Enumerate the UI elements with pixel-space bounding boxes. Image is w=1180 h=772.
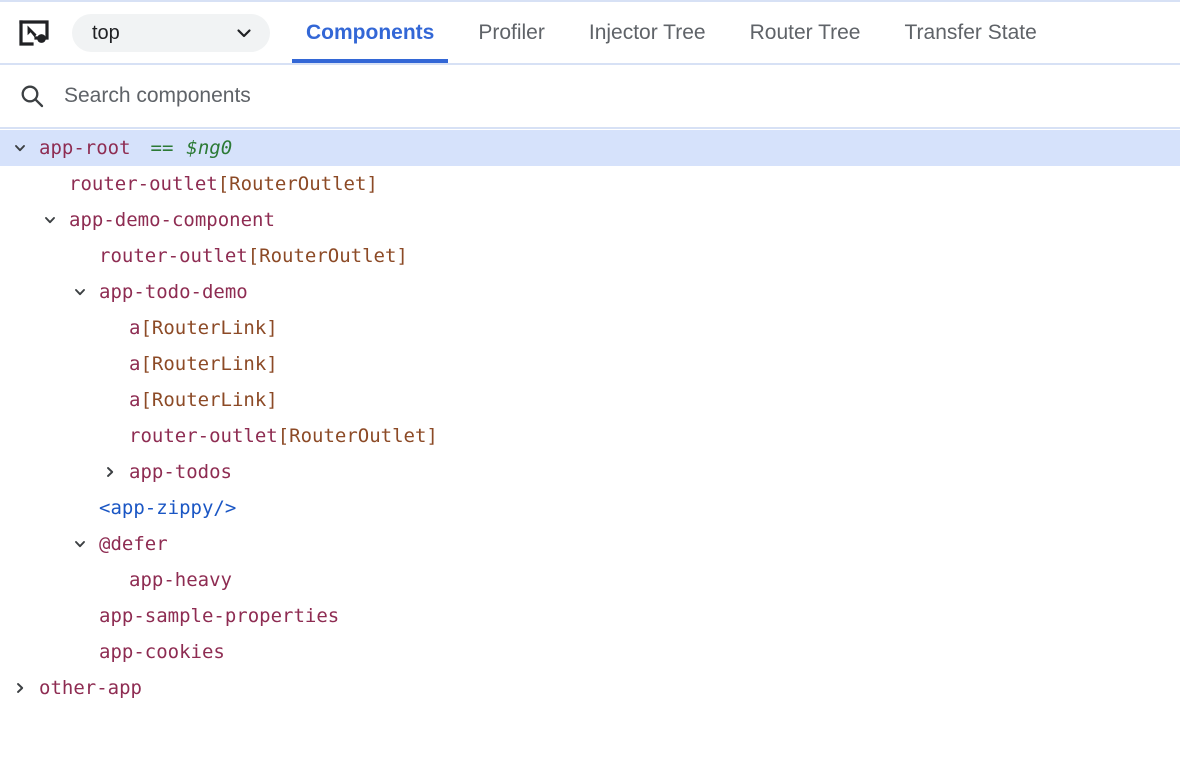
chevron-right-icon[interactable] [11, 670, 29, 706]
tab-profiler[interactable]: Profiler [456, 2, 567, 63]
chevron-right-icon[interactable] [101, 454, 119, 490]
chevron-down-icon[interactable] [71, 526, 89, 562]
tree-node-label: @defer [99, 533, 168, 555]
frame-select-value: top [92, 21, 120, 44]
tab-components[interactable]: Components [284, 2, 456, 63]
tree-row[interactable]: a[RouterLink] [0, 310, 1180, 346]
tree-row[interactable]: other-app [0, 670, 1180, 706]
tree-node-label: router-outlet [99, 245, 248, 267]
tab-injector-tree[interactable]: Injector Tree [567, 2, 728, 63]
tree-node-label: app-todos [129, 461, 232, 483]
toolbar: top Components Profiler Injector Tree Ro… [0, 2, 1180, 65]
tree-row[interactable]: app-heavy [0, 562, 1180, 598]
tree-row[interactable]: router-outlet[RouterOutlet] [0, 238, 1180, 274]
chevron-down-icon[interactable] [11, 130, 29, 166]
tree-node-directive: [RouterLink] [140, 317, 278, 339]
tree-node-label: app-heavy [129, 569, 232, 591]
tree-row[interactable]: app-demo-component [0, 202, 1180, 238]
search-bar [0, 65, 1180, 129]
tree-row[interactable]: <app-zippy/> [0, 490, 1180, 526]
chevron-down-icon[interactable] [71, 274, 89, 310]
tree-row[interactable]: app-todo-demo [0, 274, 1180, 310]
tree-row[interactable]: @defer [0, 526, 1180, 562]
tree-node-label: router-outlet [129, 425, 278, 447]
tree-node-label: app-demo-component [69, 209, 275, 231]
tree-row[interactable]: a[RouterLink] [0, 382, 1180, 418]
tab-transfer-state[interactable]: Transfer State [882, 2, 1058, 63]
tree-node-directive: [RouterOutlet] [277, 425, 438, 447]
tab-label: Injector Tree [588, 20, 706, 44]
tree-row[interactable]: app-sample-properties [0, 598, 1180, 634]
tree-node-ref-name: $ng0 [186, 137, 233, 159]
tree-node-directive: [RouterOutlet] [217, 173, 378, 195]
search-input[interactable] [64, 76, 1180, 116]
tab-label: Router Tree [749, 20, 861, 44]
tree-node-label: app-cookies [99, 641, 225, 663]
frame-select[interactable]: top [72, 13, 270, 52]
tree-node-directive: [RouterLink] [140, 389, 278, 411]
tree-node-directive: [RouterLink] [140, 353, 278, 375]
tree-node-label: <app-zippy/> [99, 497, 237, 519]
search-icon [0, 83, 64, 109]
chevron-down-icon [234, 23, 254, 43]
tree-node-label: app-root [39, 137, 131, 159]
tree-node-label: app-todo-demo [99, 281, 248, 303]
tree-node-label: a [129, 389, 141, 411]
tree-node-label: a [129, 353, 141, 375]
tree-row[interactable]: app-root == $ng0 [0, 130, 1180, 166]
inspect-element-icon[interactable] [10, 2, 58, 63]
tree-node-directive: [RouterOutlet] [247, 245, 408, 267]
tree-row[interactable]: a[RouterLink] [0, 346, 1180, 382]
tab-label: Transfer State [904, 20, 1037, 44]
tab-router-tree[interactable]: Router Tree [728, 2, 883, 63]
tab-label: Profiler [478, 20, 545, 44]
tree-node-ref-operator: == [150, 137, 174, 159]
tab-label: Components [306, 20, 435, 44]
tree-node-label: app-sample-properties [99, 605, 340, 627]
tree-row[interactable]: router-outlet[RouterOutlet] [0, 418, 1180, 454]
tree-row[interactable]: app-cookies [0, 634, 1180, 670]
tree-row[interactable]: router-outlet[RouterOutlet] [0, 166, 1180, 202]
tree-row[interactable]: app-todos [0, 454, 1180, 490]
tab-bar: Components Profiler Injector Tree Router… [284, 2, 1059, 63]
tree-node-label: other-app [39, 677, 142, 699]
tree-node-label: router-outlet [69, 173, 218, 195]
tree-node-label: a [129, 317, 141, 339]
chevron-down-icon[interactable] [41, 202, 59, 238]
